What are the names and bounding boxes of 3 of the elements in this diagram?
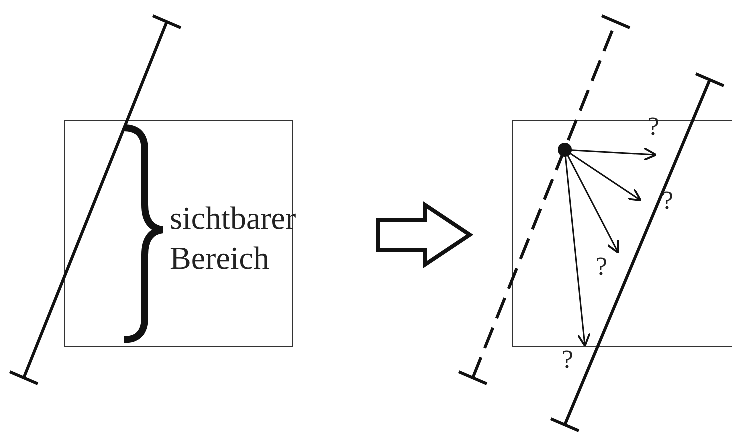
question-mark: ? [596, 252, 608, 282]
question-mark: ? [562, 345, 574, 375]
question-mark: ? [662, 186, 674, 216]
